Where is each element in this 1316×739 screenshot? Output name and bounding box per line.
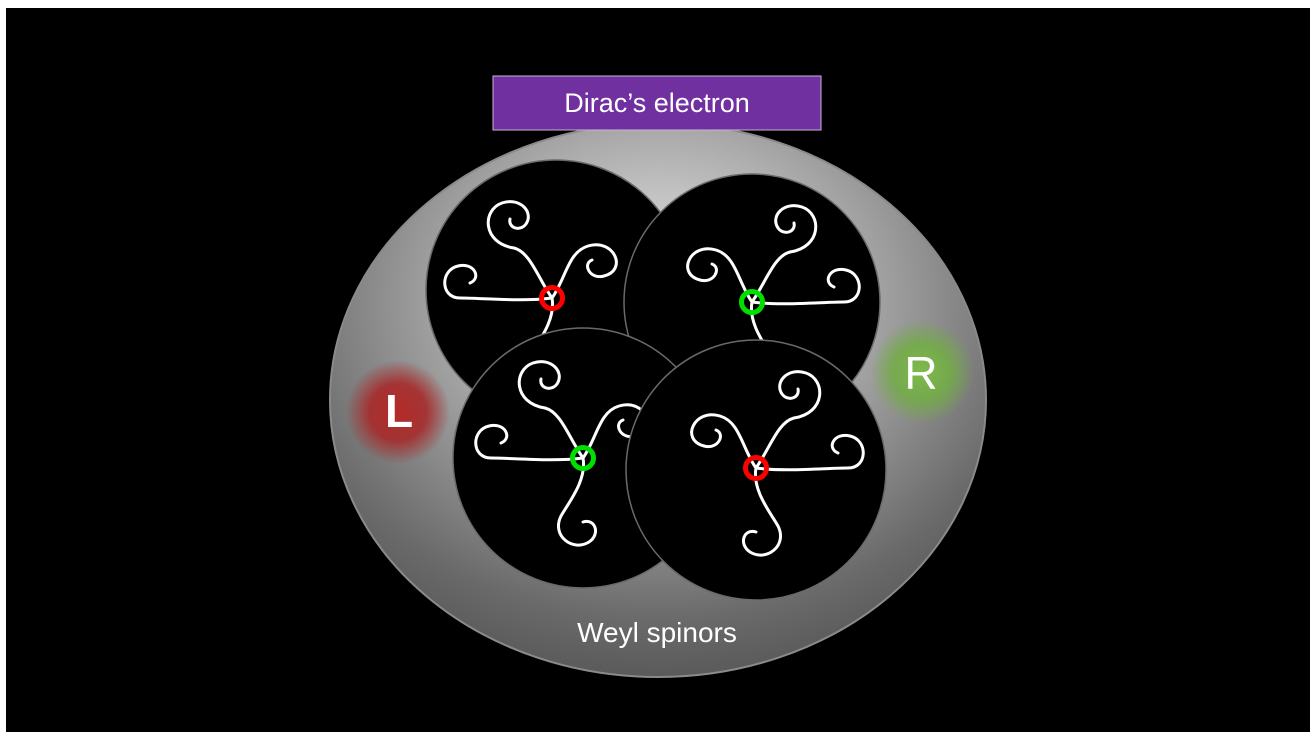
red-ring-icon (743, 455, 769, 481)
left-chirality-glow (346, 360, 450, 464)
title-text: Dirac’s electron (564, 88, 750, 118)
right-chirality-label: R (904, 347, 937, 399)
right-chirality-glow (870, 320, 974, 424)
green-ring-icon (570, 445, 596, 471)
weyl-spinor-bottom-right (625, 339, 887, 601)
left-chirality-label: L (385, 385, 413, 437)
title-banner (492, 75, 822, 131)
red-ring-icon (539, 285, 565, 311)
weyl-spinors-caption: Weyl spinors (577, 617, 737, 648)
green-ring-icon (739, 289, 765, 315)
